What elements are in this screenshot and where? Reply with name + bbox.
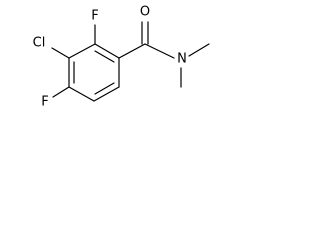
fluorine-bottom-label: F xyxy=(41,95,48,110)
bond-carbonyl-n xyxy=(144,43,175,59)
oxygen-label: O xyxy=(140,5,150,20)
benzene-ring xyxy=(68,43,120,102)
bond-ring-carbonyl xyxy=(118,43,146,59)
ring-bond-c2-c3 xyxy=(68,43,96,59)
chemical-structure-diagram: F Cl F O N xyxy=(33,5,210,110)
ring-double-bond-inner-1 xyxy=(94,50,115,63)
fluorine-top-label: F xyxy=(91,9,98,24)
bond-c3-cl xyxy=(51,47,70,59)
ring-bond-c1-c2 xyxy=(94,43,120,59)
chlorine-label: Cl xyxy=(33,36,46,51)
ring-bond-c4-c5 xyxy=(68,86,95,102)
bond-c4-f xyxy=(52,86,70,98)
ring-double-bond-inner-3 xyxy=(94,82,115,95)
bond-n-methyl-top xyxy=(188,43,210,57)
ring-bond-c5-c6 xyxy=(93,86,120,102)
nitrogen-label: N xyxy=(177,52,187,67)
